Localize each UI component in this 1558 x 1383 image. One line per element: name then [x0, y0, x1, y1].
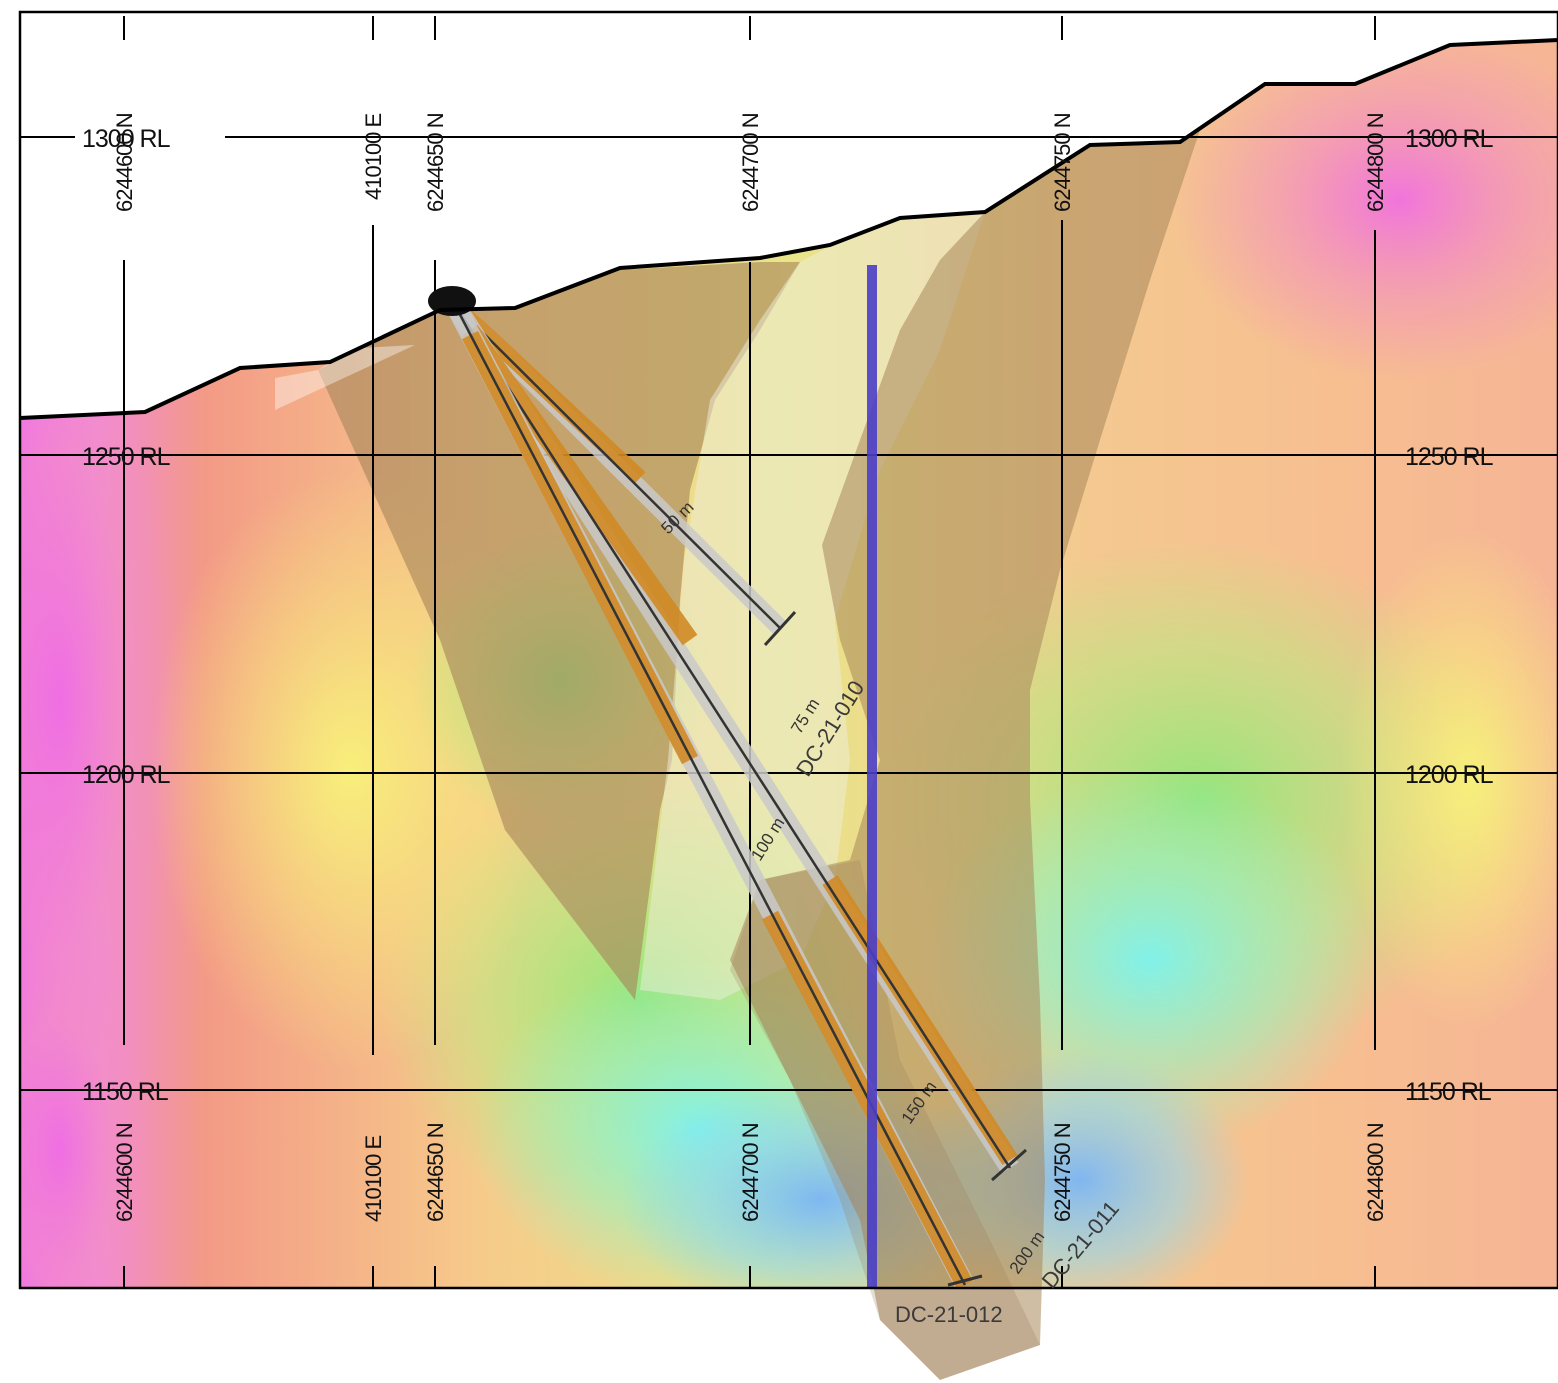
top-label-6244750n: 6244750 N: [1050, 113, 1075, 212]
drill-holes: [428, 265, 1027, 1290]
drill-hole-dc-21-010: [448, 298, 797, 647]
bottom-label-6244700n: 6244700 N: [738, 1123, 763, 1222]
bottom-label-6244600n: 6244600 N: [112, 1123, 137, 1222]
rl-label-left-1200: 1200 RL: [82, 761, 171, 789]
topographic-surface: [19, 38, 1558, 420]
top-label-410100e: 410100 E: [361, 113, 386, 200]
rl-label-left-1300: 1300 RL: [82, 125, 171, 153]
rl-labels-left: 1300 RL 1250 RL 1200 RL 1150 RL: [75, 120, 225, 1106]
rl-label-left-1150: 1150 RL: [82, 1078, 169, 1106]
bottom-label-6244750n: 6244750 N: [1050, 1123, 1075, 1222]
grid-lines: [20, 16, 1558, 1288]
alteration-zone-upper-step: [275, 345, 415, 410]
rl-labels-right: 1300 RL 1250 RL 1200 RL 1150 RL: [1405, 125, 1495, 1106]
top-grid-labels: 6244600 N 410100 E 6244650 N 6244700 N 6…: [112, 113, 1388, 212]
top-label-6244800n: 6244800 N: [1363, 113, 1388, 212]
top-label-6244700n: 6244700 N: [738, 113, 763, 212]
top-label-6244600n: 6244600 N: [112, 113, 137, 212]
rl-label-right-1300: 1300 RL: [1405, 125, 1494, 153]
section-frame: [18, 10, 1558, 1290]
bottom-label-410100e: 410100 E: [361, 1135, 386, 1222]
rl-label-right-1150: 1150 RL: [1405, 1078, 1492, 1106]
bottom-grid-labels: 6244600 N 410100 E 6244650 N 6244700 N 6…: [112, 1123, 1388, 1222]
rl-label-left-1250: 1250 RL: [82, 443, 171, 471]
alteration-zone-left: [318, 262, 800, 1000]
label-dc-21-012: DC-21-012: [895, 1302, 1003, 1327]
drill-hole-dc-21-011: [446, 299, 1027, 1182]
rl-label-right-1200: 1200 RL: [1405, 761, 1494, 789]
bottom-label-6244800n: 6244800 N: [1363, 1123, 1388, 1222]
top-label-6244650n: 6244650 N: [423, 113, 448, 212]
rl-label-right-1250: 1250 RL: [1405, 443, 1494, 471]
bottom-label-6244650n: 6244650 N: [423, 1123, 448, 1222]
